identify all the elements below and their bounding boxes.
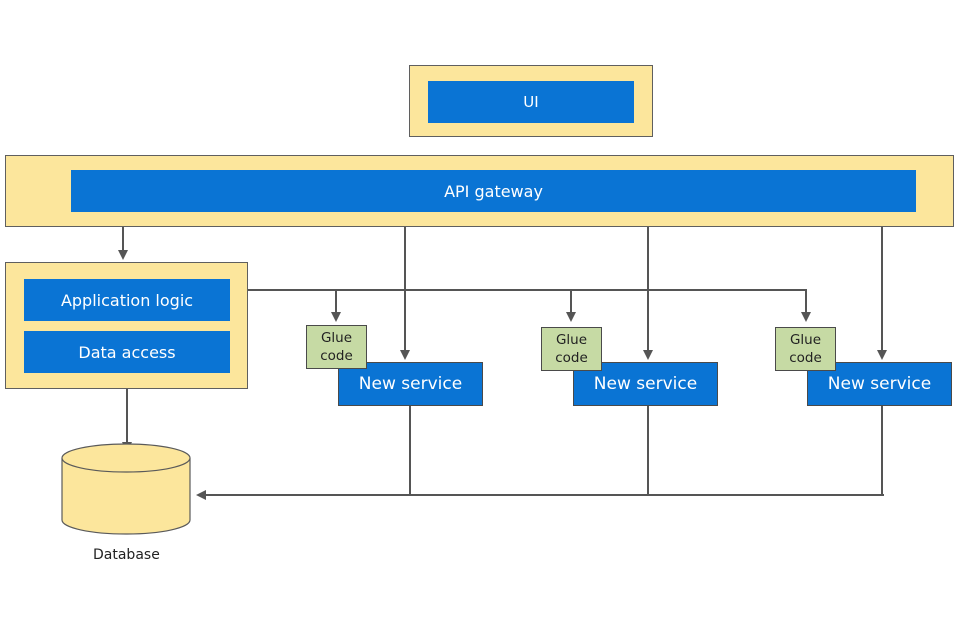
data-access-box: Data access	[24, 331, 230, 373]
application-logic-box: Application logic	[24, 279, 230, 321]
glue-code-1: Glue code	[306, 325, 367, 369]
ui-box: UI	[428, 81, 634, 123]
monolith-to-glue-bus	[248, 289, 811, 322]
database-label: Database	[93, 547, 160, 563]
glue-code-3-line1: Glue	[789, 332, 822, 348]
new-service-1: New service	[338, 362, 483, 406]
glue-code-3: Glue code	[775, 327, 836, 371]
glue-code-2: Glue code	[541, 327, 602, 371]
glue-code-1-line2: code	[320, 348, 353, 364]
glue-code-3-line2: code	[789, 350, 822, 366]
api-gateway-box: API gateway	[71, 170, 916, 212]
glue-code-2-line1: Glue	[555, 332, 588, 348]
glue-code-2-line2: code	[555, 350, 588, 366]
database-cylinder	[61, 443, 191, 535]
glue-code-1-line1: Glue	[320, 330, 353, 346]
